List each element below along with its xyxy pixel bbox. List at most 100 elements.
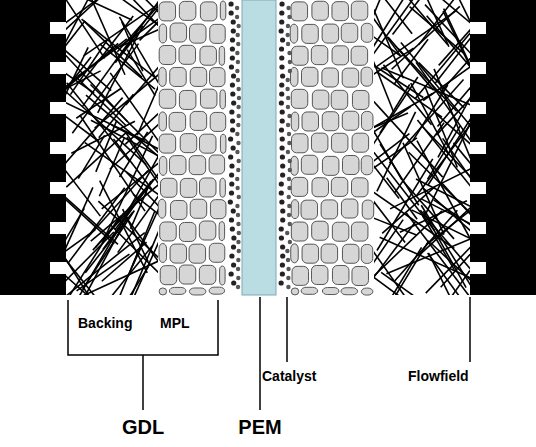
mpl-particle [190, 111, 207, 130]
mpl-particle [291, 177, 308, 196]
catalyst-particle [231, 280, 236, 285]
catalyst-particle [287, 177, 291, 181]
carbon-fiber [398, 49, 456, 112]
mpl-particle [322, 24, 339, 43]
mpl-particle [341, 199, 358, 218]
catalyst-particle [279, 10, 284, 15]
catalyst-particle [287, 132, 291, 136]
mpl-particle [302, 244, 319, 263]
flow-channel [50, 62, 66, 74]
leader-line [286, 297, 288, 362]
mpl-particle [352, 266, 369, 285]
catalyst-particle [280, 73, 285, 78]
carbon-fiber [80, 115, 145, 211]
mpl-particle [291, 222, 308, 241]
catalyst-particle [280, 163, 285, 168]
catalyst-particle [235, 150, 239, 154]
catalyst-particle [286, 24, 290, 28]
catalyst-particle [229, 253, 234, 258]
catalyst-particle [231, 73, 236, 78]
mpl-particle [169, 156, 186, 175]
mpl-particle [199, 265, 216, 284]
catalyst-particle [230, 46, 235, 51]
mpl-particle [291, 200, 299, 219]
mpl-particle [160, 178, 177, 197]
mpl-particle [322, 156, 339, 175]
carbon-fiber [423, 46, 470, 100]
mpl-particle [321, 244, 338, 263]
flowfield-plate [470, 0, 536, 295]
catalyst-particle [279, 127, 284, 132]
catalyst-particle [229, 109, 234, 114]
catalyst-particle [286, 78, 290, 82]
carbon-fiber [394, 39, 428, 84]
catalyst-particle [231, 19, 236, 24]
catalyst-particle [237, 231, 241, 235]
catalyst-particle [280, 244, 285, 249]
catalyst-particle [230, 226, 235, 231]
catalyst-particle [280, 172, 285, 177]
mpl-particle [311, 133, 328, 152]
mpl-particle [209, 155, 225, 174]
leader-lines [68, 297, 470, 410]
flow-channel [50, 142, 66, 154]
mpl-particle [312, 221, 329, 240]
mpl-particle [209, 287, 225, 294]
mpl-particle [159, 288, 167, 295]
carbon-fiber [91, 164, 158, 241]
catalyst-particle [288, 159, 292, 163]
mpl-particle [170, 23, 187, 42]
catalyst-particle [231, 28, 236, 33]
carbon-fiber [443, 11, 470, 73]
flow-channel [50, 222, 66, 234]
mpl-particle [169, 287, 186, 294]
flow-channel [470, 262, 486, 274]
catalyst-particle [287, 204, 291, 208]
mpl-particle [170, 67, 187, 86]
catalyst-particle [286, 6, 290, 10]
carbon-fiber [422, 187, 470, 237]
catalyst-particle [236, 258, 240, 262]
catalyst-particle [288, 222, 292, 226]
carbon-fiber [429, 253, 453, 295]
catalyst-particle [279, 190, 284, 195]
mpl-particle [179, 265, 196, 284]
flow-channel [50, 102, 66, 114]
catalyst-particle [287, 186, 291, 190]
part-label: PEM [238, 416, 281, 438]
catalyst-particle [287, 195, 291, 199]
mpl-particle [190, 199, 207, 218]
catalyst-particle [236, 105, 240, 109]
catalyst-particle [279, 235, 284, 240]
mpl-particle [361, 244, 373, 263]
mpl-particle [361, 67, 373, 86]
catalyst-particle [280, 37, 285, 42]
catalyst-particle [230, 127, 235, 132]
carbon-fiber [66, 71, 101, 101]
mpl-particle [301, 67, 318, 86]
carbon-fiber [100, 44, 155, 89]
catalyst-particle [235, 204, 239, 208]
catalyst-particle [231, 244, 236, 249]
catalyst-particle [236, 159, 240, 163]
mpl-particle [331, 133, 348, 152]
catalyst-particle [286, 276, 290, 280]
mpl-particle [219, 46, 225, 65]
catalyst-particle [280, 253, 285, 258]
catalyst-particle [235, 177, 239, 181]
catalyst-particle [285, 87, 289, 91]
carbon-fiber [83, 210, 135, 289]
mpl-particle [311, 265, 328, 284]
mpl-particle [159, 243, 167, 262]
carbon-fiber [411, 83, 448, 152]
catalyst-particle [230, 55, 235, 60]
flow-channel [50, 262, 66, 274]
catalyst-particle [286, 105, 290, 109]
mpl-particle [159, 156, 167, 175]
mpl-particle [179, 222, 196, 241]
catalyst-particle [287, 51, 291, 55]
mpl-particle [322, 68, 339, 87]
carbon-fiber [114, 267, 149, 295]
part-label: Catalyst [262, 369, 316, 384]
catalyst-particle [230, 82, 235, 87]
